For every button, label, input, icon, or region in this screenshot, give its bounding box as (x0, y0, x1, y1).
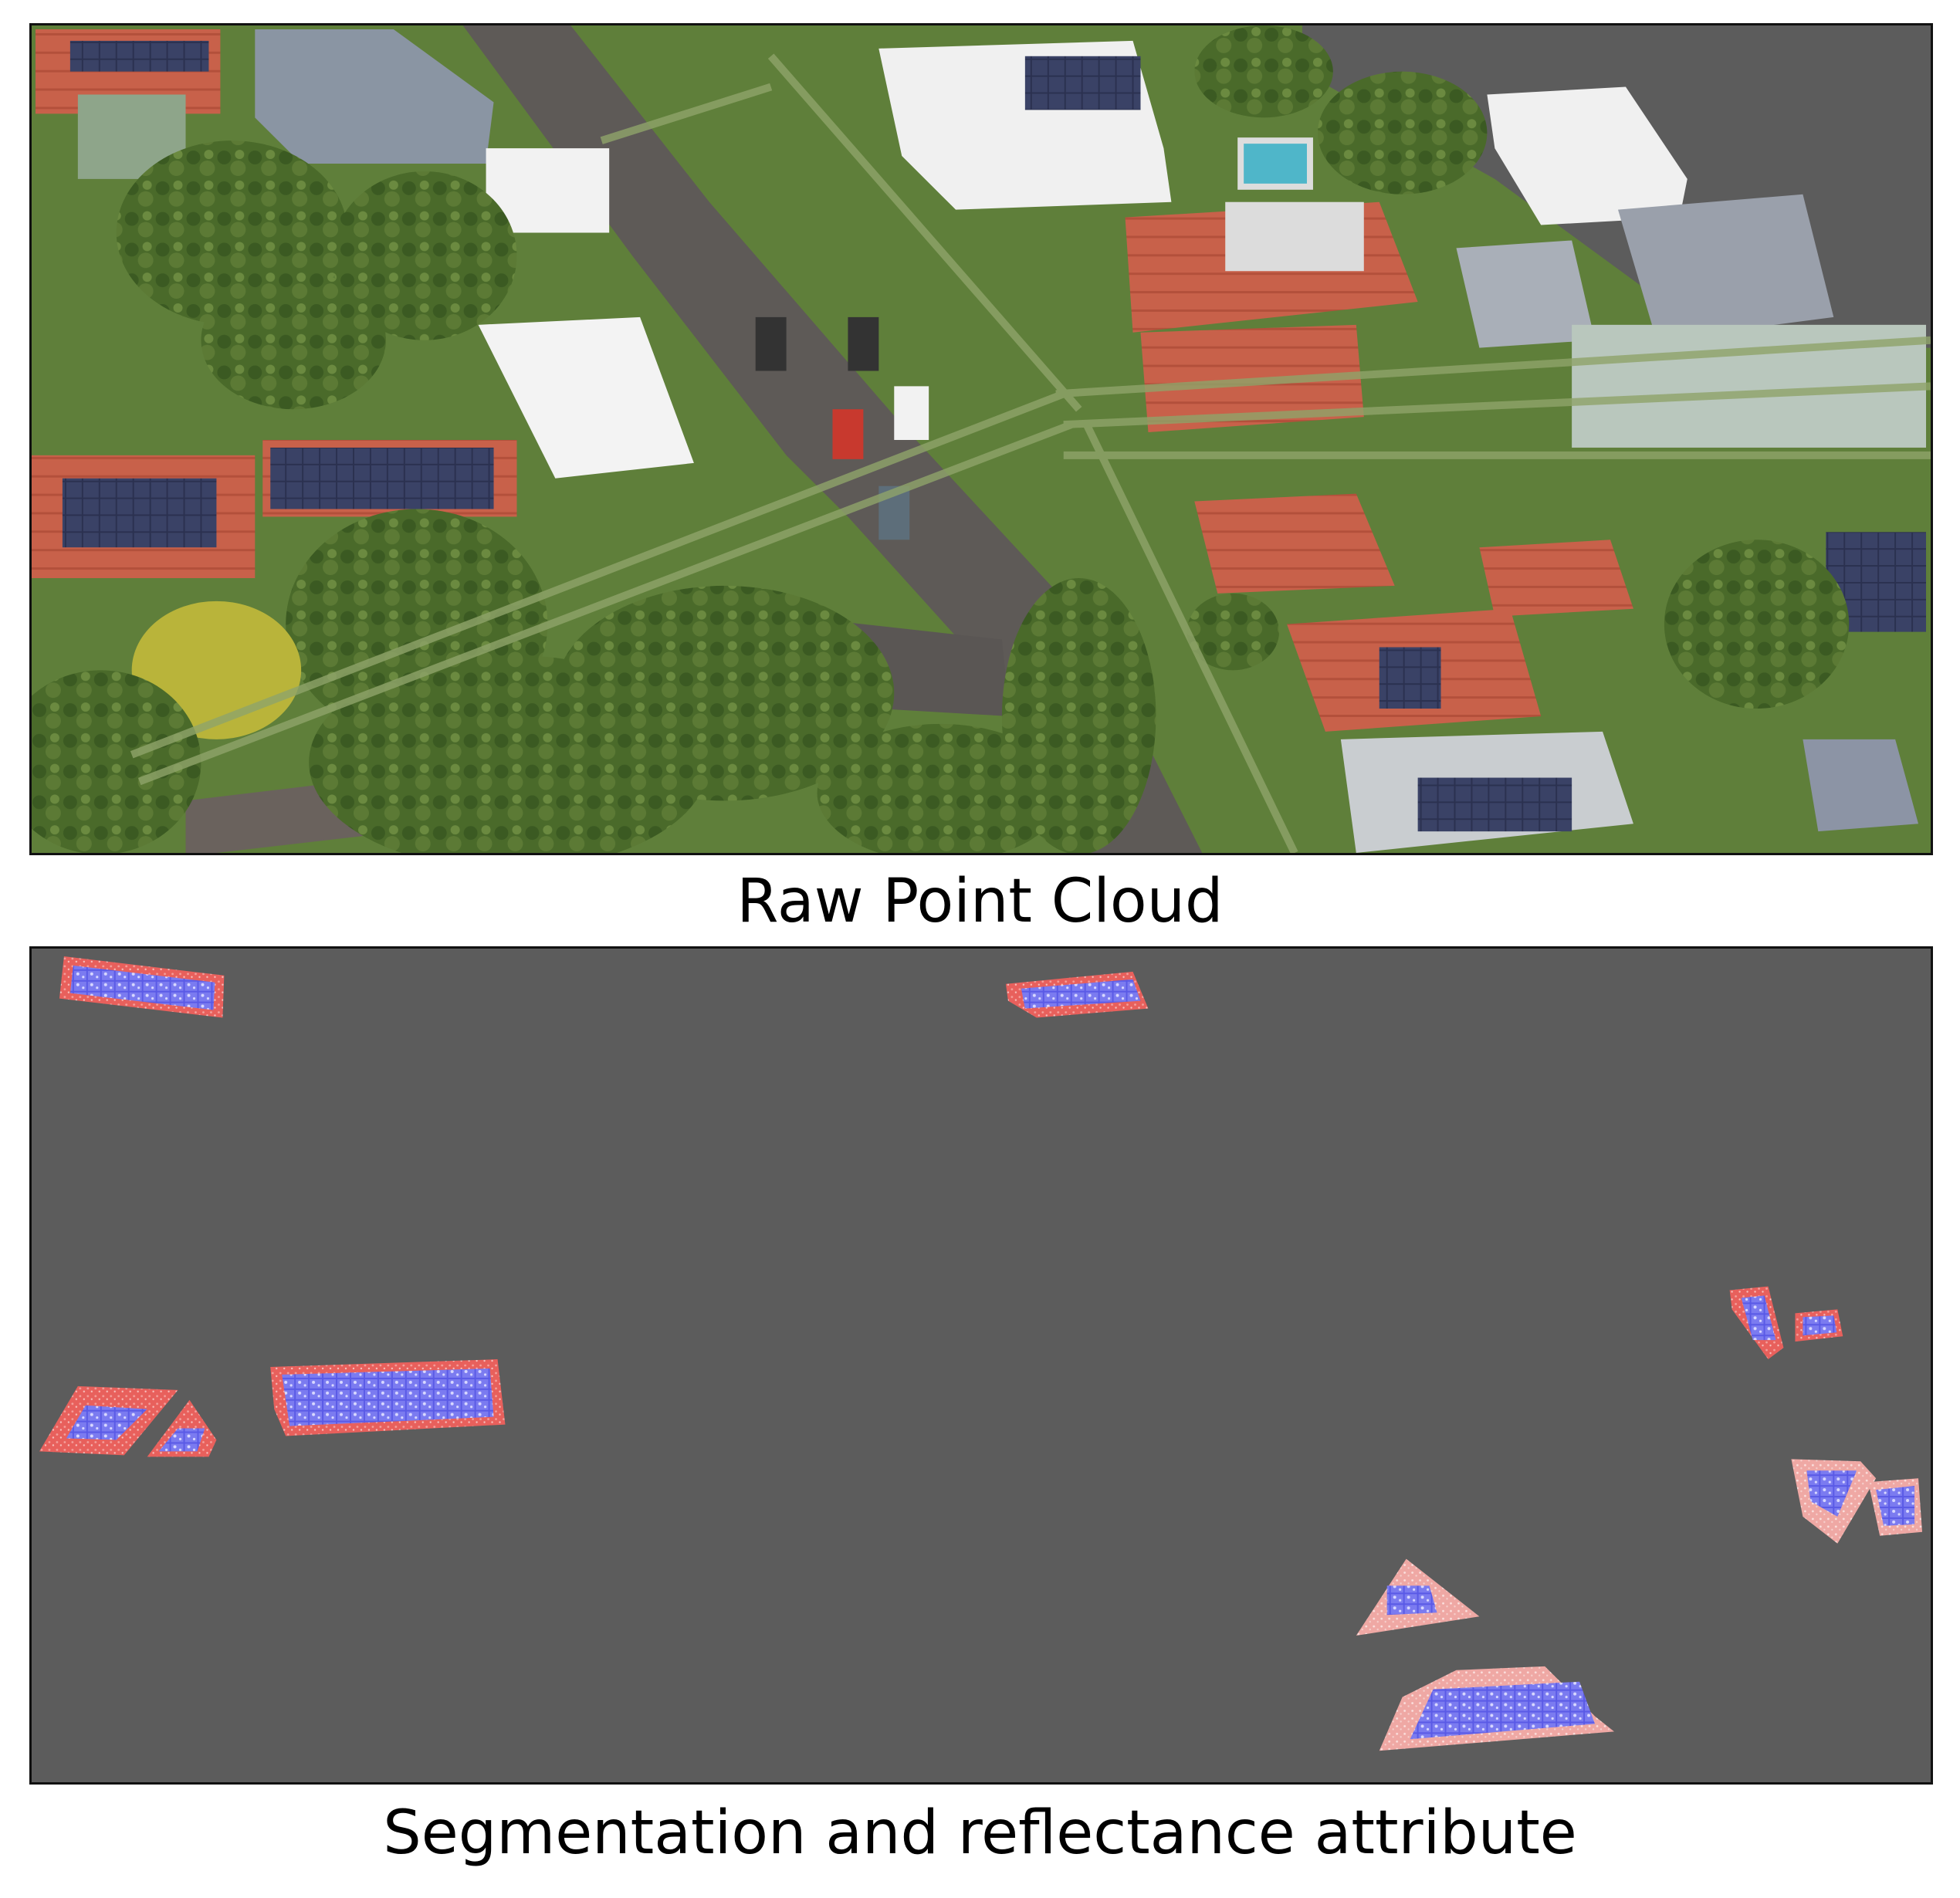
solar-panel-segment (69, 965, 215, 1010)
solar-panel-segment (1876, 1486, 1915, 1526)
raw-point-cloud-render (32, 25, 1931, 853)
solar-panel-segment (1021, 979, 1141, 1009)
solar-array (1024, 56, 1141, 110)
solar-array (62, 478, 217, 548)
roof-segment (1729, 1286, 1843, 1360)
power-lines (130, 53, 1931, 853)
roof-segment (1005, 971, 1149, 1018)
house-roof (1803, 739, 1919, 832)
house-roof (1456, 240, 1596, 348)
house-roof (1225, 201, 1364, 272)
solar-panel-segment (66, 1405, 147, 1440)
solar-panel-segment (1803, 1315, 1837, 1336)
car (894, 386, 929, 440)
solar-array (1379, 647, 1441, 709)
tree (32, 670, 201, 853)
roof-segment (270, 1359, 506, 1436)
car (832, 409, 864, 459)
roof-segment (1379, 1666, 1614, 1751)
car (755, 316, 787, 371)
segmentation-image (29, 946, 1933, 1785)
solar-panel-segment (1806, 1470, 1857, 1517)
solar-panel-segment (1386, 1585, 1437, 1615)
tree (1186, 593, 1280, 671)
house-roof (478, 316, 694, 479)
tree (817, 723, 1064, 853)
tree (309, 655, 709, 853)
roof-segment (39, 1385, 217, 1457)
tree (201, 271, 386, 410)
house-roof (1617, 194, 1834, 340)
solar-array (270, 447, 494, 509)
raw-point-cloud-caption: Raw Point Cloud (736, 867, 1224, 936)
tree (1664, 540, 1850, 709)
tree (1194, 25, 1333, 118)
segmentation-render (32, 949, 1931, 1782)
solar-panel-segment (158, 1428, 205, 1452)
swimming-pool (1237, 137, 1313, 190)
solar-array (1417, 777, 1572, 832)
solar-panel-segment (1410, 1681, 1596, 1740)
raw-point-cloud-image (29, 23, 1933, 855)
tree (1317, 71, 1488, 195)
car (848, 316, 879, 371)
solar-panel-segment (282, 1368, 494, 1426)
roof-segment (1356, 1558, 1480, 1636)
roof-segment (59, 956, 225, 1018)
house-roof (1487, 86, 1687, 225)
house-roof (1194, 493, 1395, 594)
solar-panel-segment (1741, 1295, 1776, 1341)
segmentation-caption: Segmentation and reflectance attribute (383, 1798, 1577, 1868)
solar-array (69, 40, 209, 72)
roof-segment (1791, 1459, 1923, 1544)
house-roof (255, 29, 494, 164)
house-roof (1479, 540, 1633, 617)
tree (332, 171, 517, 340)
